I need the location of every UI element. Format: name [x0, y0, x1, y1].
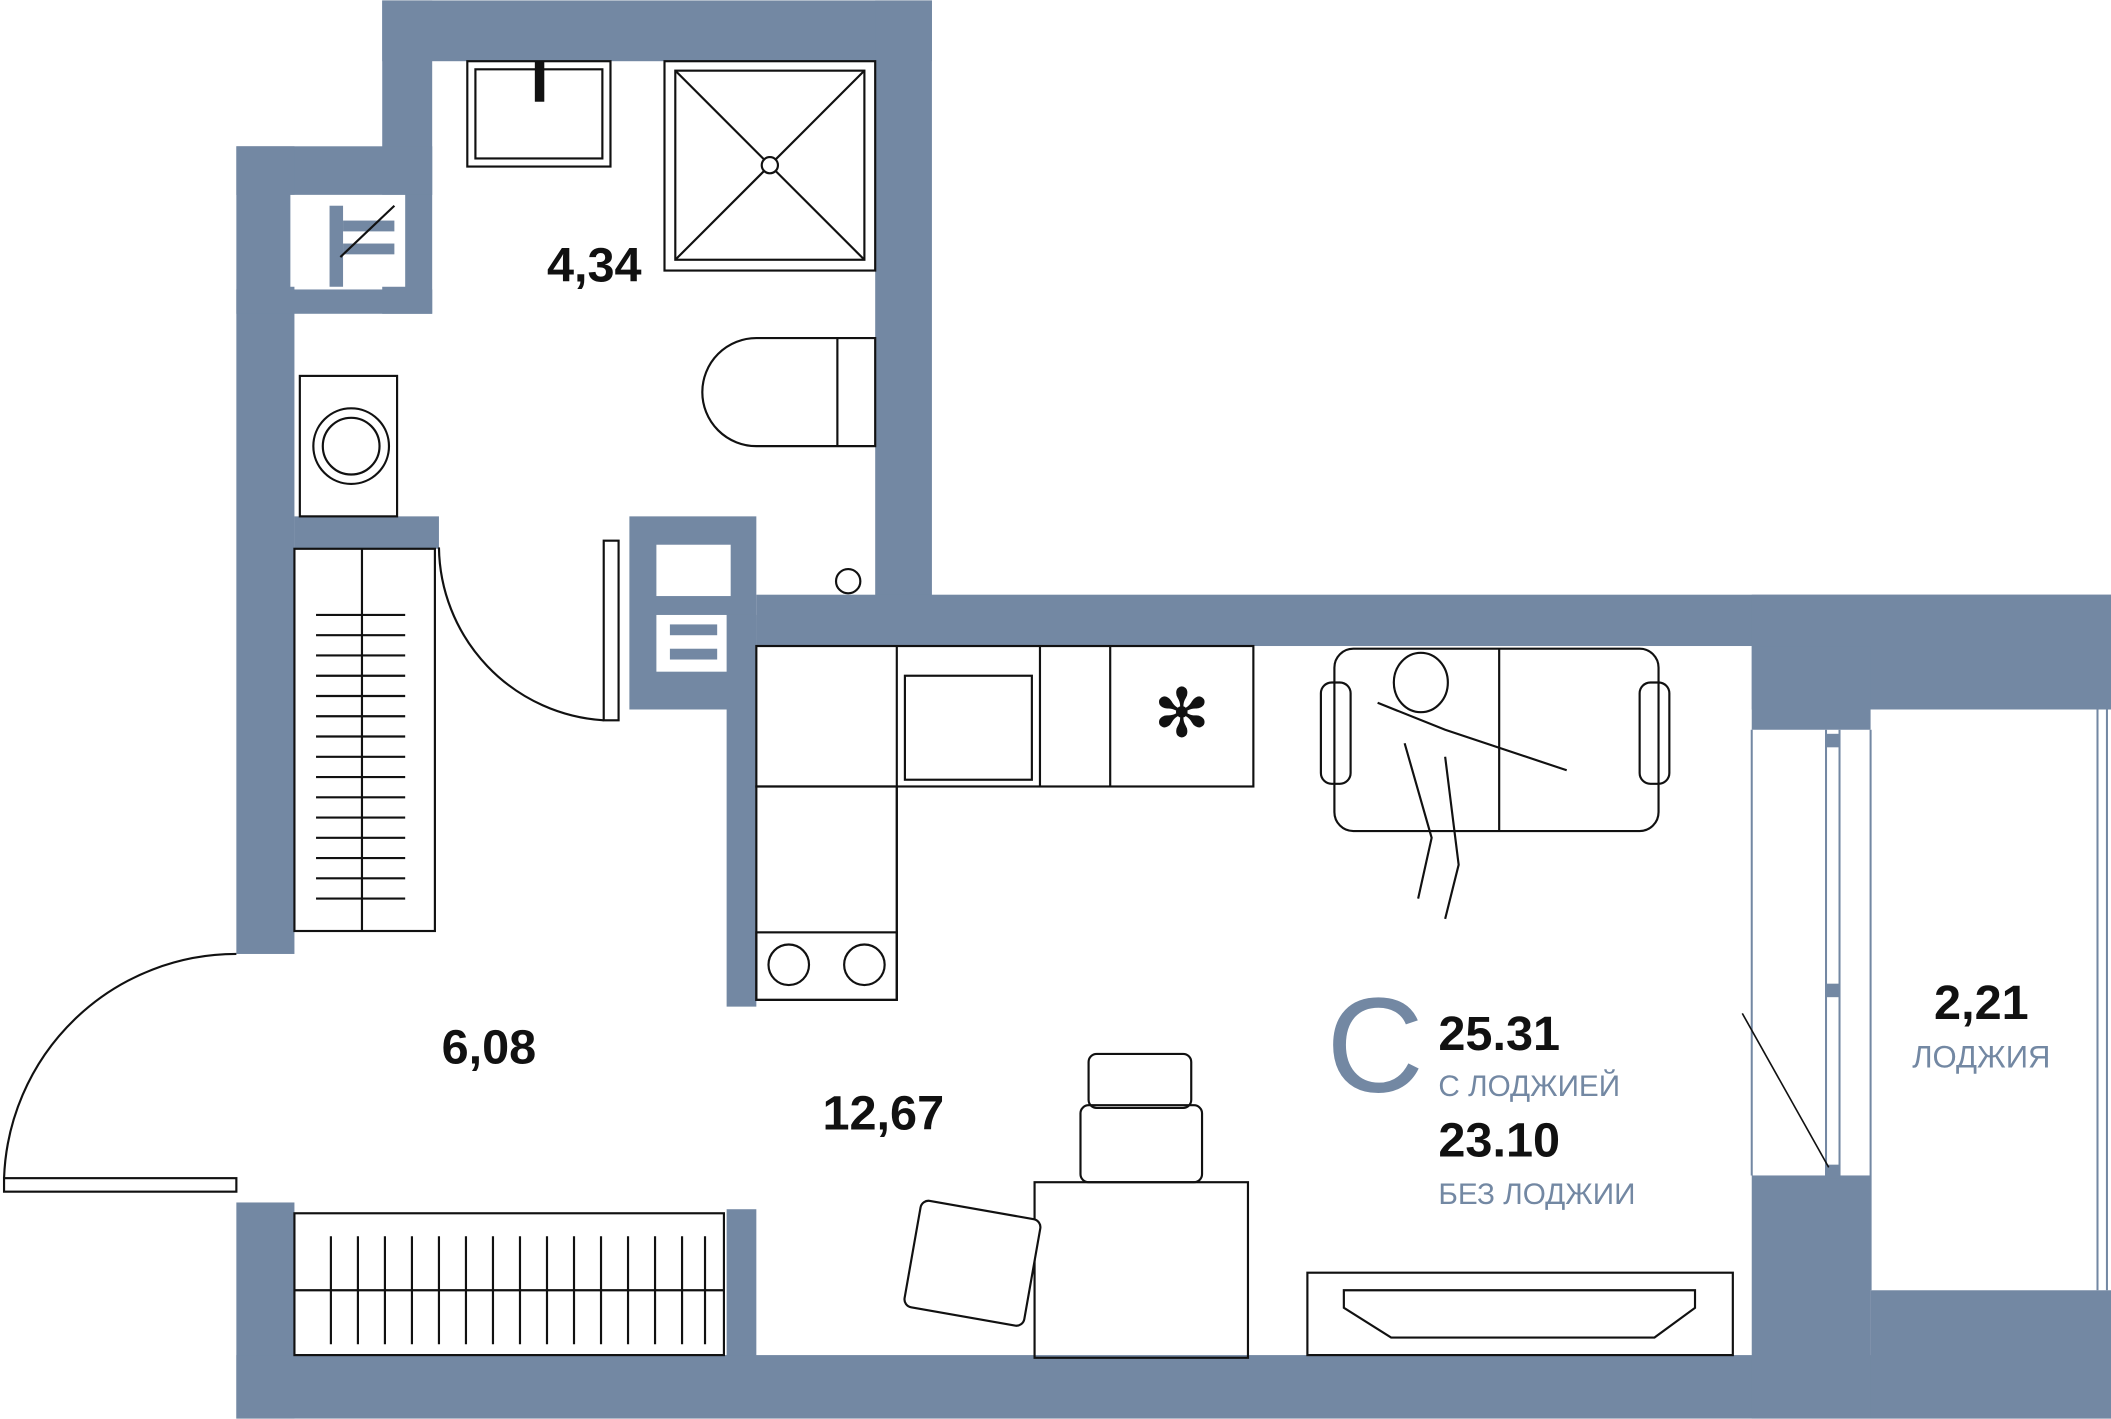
loggia-label: ЛОДЖИЯ: [1912, 1039, 2050, 1074]
bathroom-fixtures: [298, 60, 877, 722]
loggia-area: 2,21: [1934, 976, 2029, 1030]
with-loggia-label: С ЛОДЖИЕЙ: [1438, 1069, 1620, 1103]
loggia-glazing: [1741, 709, 2108, 1291]
kitchen: ✻: [755, 644, 1255, 1001]
wardrobe: [293, 547, 726, 1357]
sofa: [1319, 647, 1671, 920]
snowflake-icon: ✻: [1153, 677, 1210, 752]
vent-shaft-icon: [329, 204, 718, 660]
without-loggia-label: БЕЗ ЛОДЖИИ: [1438, 1178, 1635, 1211]
hall-area: 6,08: [442, 1020, 537, 1074]
total-without-loggia: 23.10: [1438, 1114, 1560, 1168]
walls: [236, 0, 2111, 1419]
desk-and-chairs: [903, 1052, 1734, 1359]
living-area: 12,67: [822, 1087, 944, 1141]
bathroom-area: 4,34: [547, 238, 642, 292]
entry-door[interactable]: [2, 952, 238, 1193]
apartment-type-letter: С: [1326, 970, 1424, 1121]
total-with-loggia: 25.31: [1438, 1007, 1560, 1061]
